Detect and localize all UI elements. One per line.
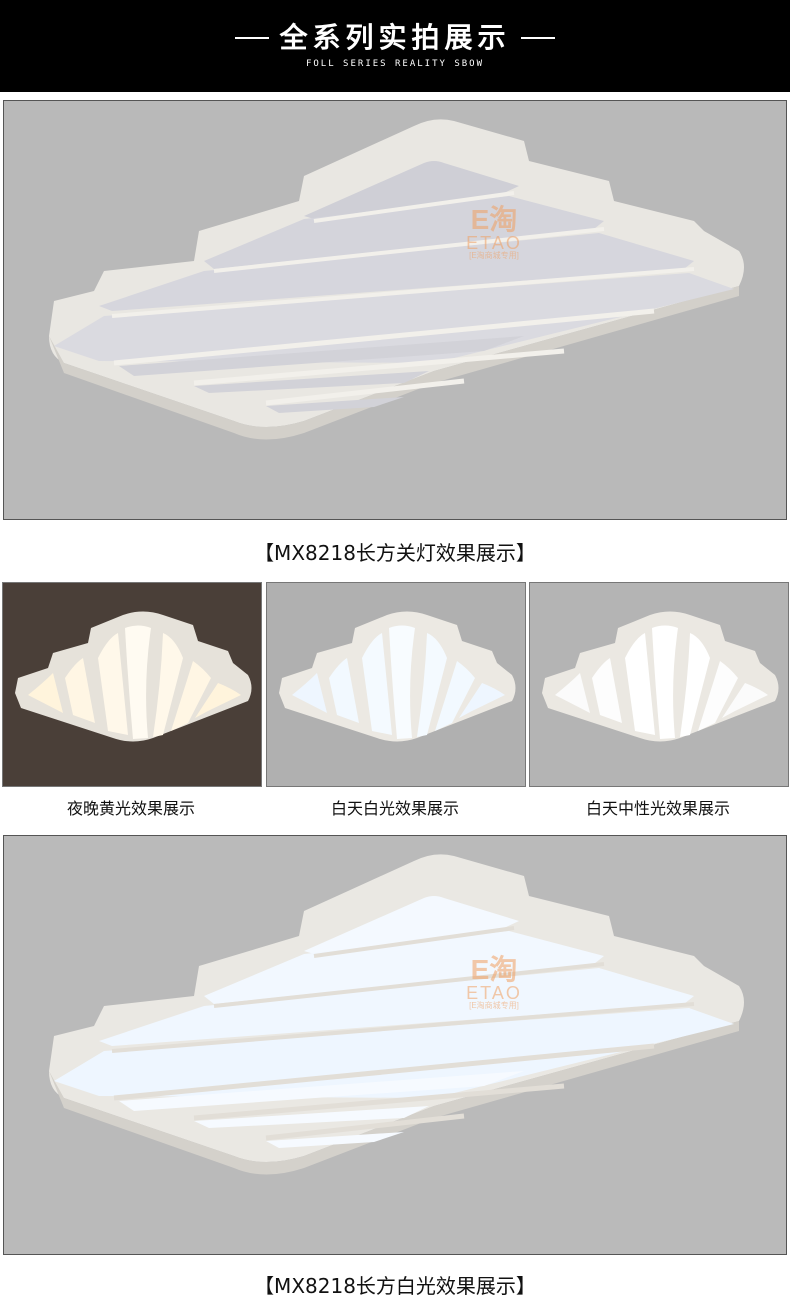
day-neutral-photo <box>529 582 789 787</box>
lamp-off-caption: 【MX8218长方关灯效果展示】 <box>254 541 536 565</box>
lamp-off-photo: E淘 ETAO [E淘商城专用] <box>3 100 787 520</box>
day-white-photo <box>266 582 526 787</box>
lamp-white-caption: 【MX8218长方白光效果展示】 <box>254 1274 536 1298</box>
banner-subtitle: FOLL SERIES REALITY SBOW <box>305 59 485 69</box>
title-dash-left <box>235 37 270 39</box>
banner-title: 全系列实拍展示 <box>279 21 511 54</box>
night-yellow-photo <box>2 582 262 787</box>
title-dash-right <box>520 37 555 39</box>
watermark: E淘 ETAO [E淘商城专用] <box>466 954 522 1010</box>
variant-caption: 白天白光效果展示 <box>330 799 459 818</box>
watermark: E淘 ETAO [E淘商城专用] <box>466 204 522 260</box>
variant-caption: 白天中性光效果展示 <box>585 799 730 818</box>
variant-caption: 夜晚黄光效果展示 <box>66 799 195 818</box>
lamp-white-photo: E淘 ETAO [E淘商城专用] <box>3 835 787 1255</box>
header-banner: 全系列实拍展示 FOLL SERIES REALITY SBOW <box>0 0 790 92</box>
